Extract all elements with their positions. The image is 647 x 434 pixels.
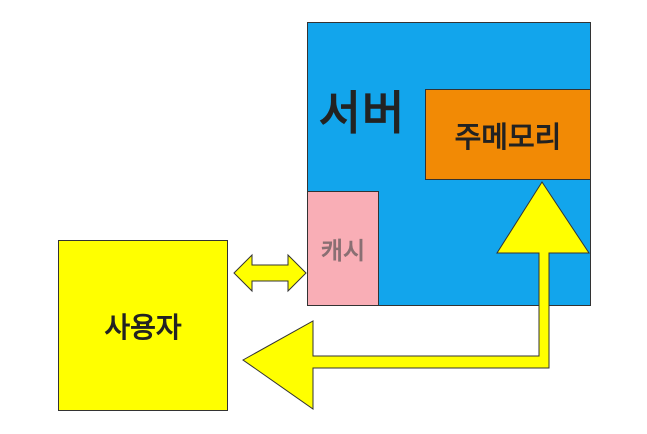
- server-label: 서버: [318, 86, 406, 140]
- main-memory-box: 주메모리: [425, 89, 591, 180]
- user-box: 사용자: [58, 240, 228, 411]
- cache-box: 캐시: [307, 191, 379, 306]
- user-cache-double-arrow: [233, 253, 307, 293]
- memory-to-user-arrow: [242, 181, 590, 410]
